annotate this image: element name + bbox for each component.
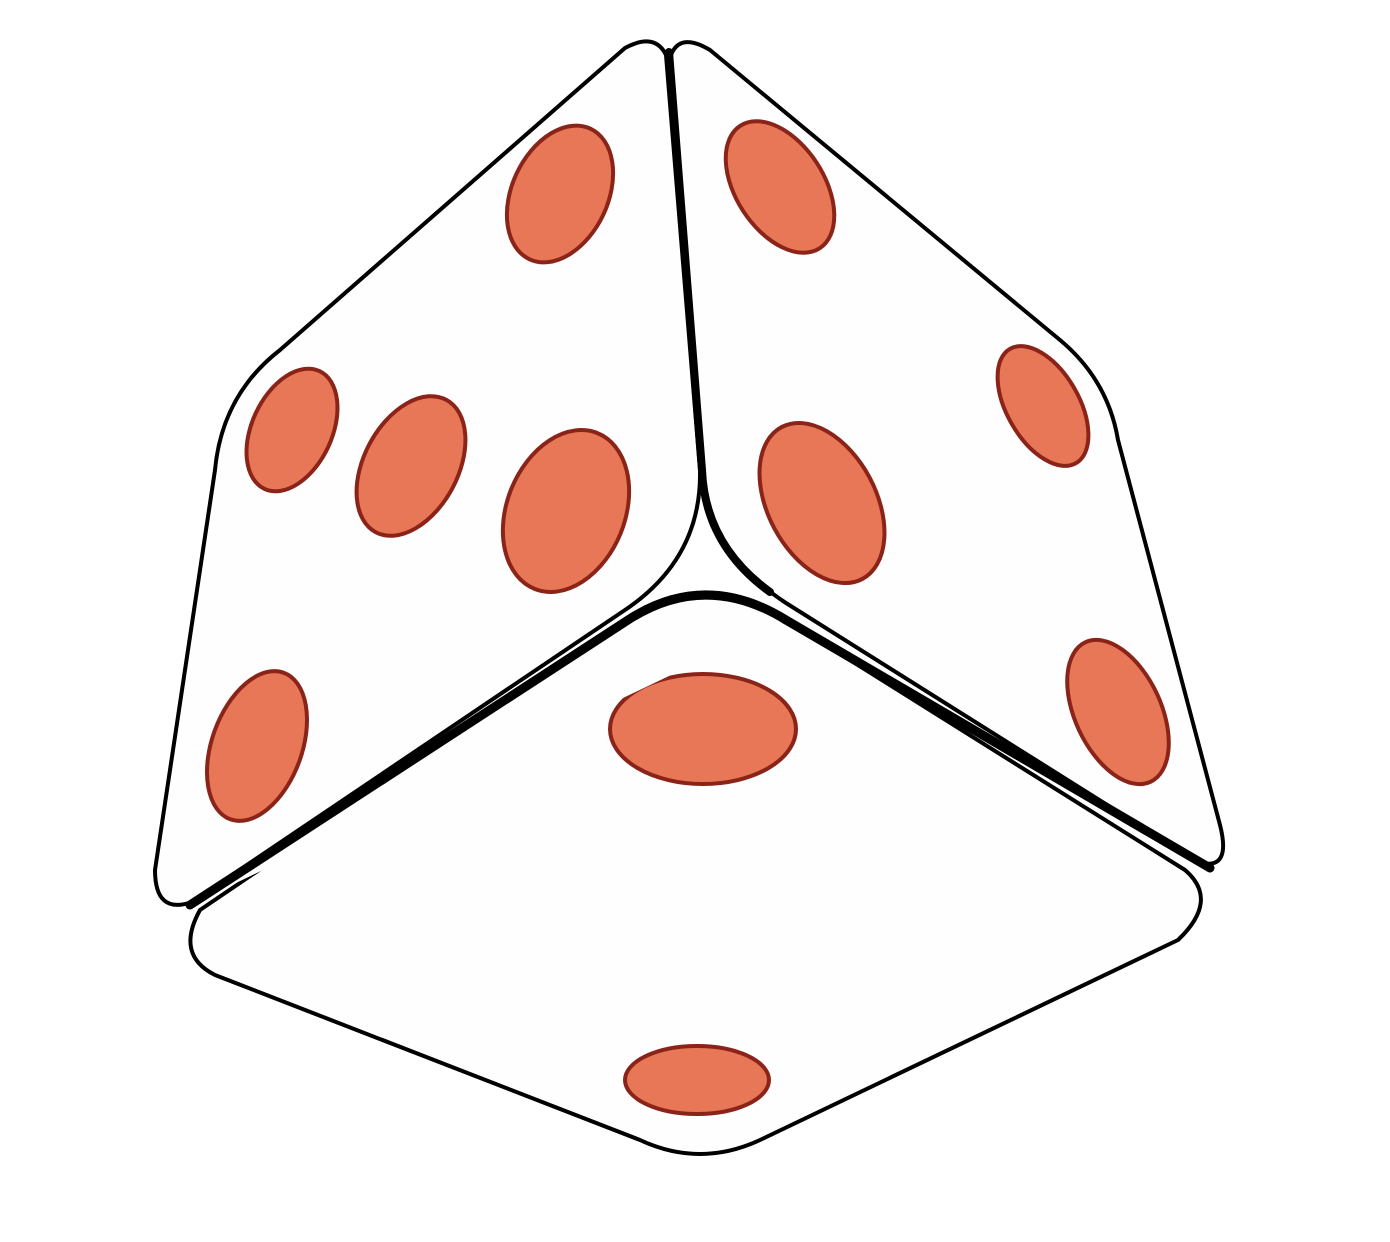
edge-left-right bbox=[665, 48, 774, 596]
pip bbox=[500, 428, 632, 594]
left-face-six bbox=[153, 39, 703, 907]
edge-left-bottom bbox=[185, 590, 791, 910]
pip bbox=[504, 123, 616, 265]
pip bbox=[995, 344, 1091, 468]
right-face-five bbox=[669, 40, 1226, 866]
pip bbox=[354, 394, 468, 538]
die bbox=[153, 39, 1226, 1156]
pip bbox=[608, 672, 798, 786]
edge-right-bottom bbox=[781, 615, 1215, 873]
bottom-face-two bbox=[188, 593, 1203, 1156]
die-edges bbox=[185, 48, 1215, 910]
pip bbox=[244, 366, 340, 494]
pip bbox=[623, 1044, 771, 1116]
pip bbox=[1065, 637, 1171, 787]
pip bbox=[205, 669, 309, 823]
pip bbox=[723, 119, 837, 255]
pip bbox=[757, 420, 887, 586]
